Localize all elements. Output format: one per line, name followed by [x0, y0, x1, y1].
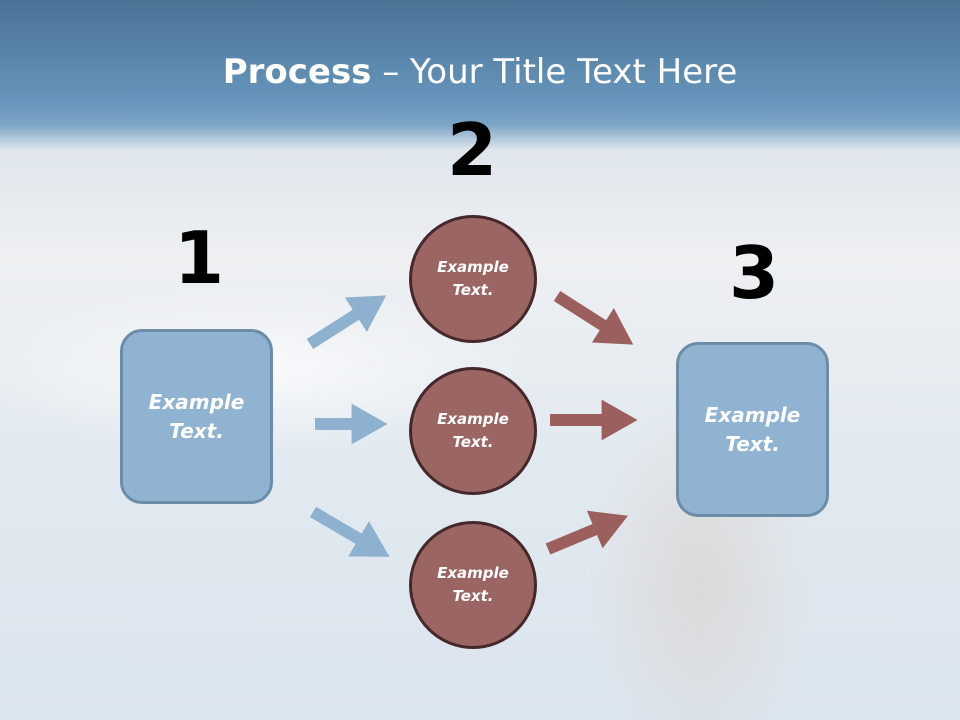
step-number-1: 1: [173, 216, 225, 300]
box-text: Example: [148, 389, 245, 414]
circle-text: Text.: [452, 433, 494, 451]
circle-text: Text.: [452, 587, 494, 605]
circle-text: Example: [437, 258, 509, 276]
box-text: Text.: [725, 431, 780, 456]
circle-text: Example: [437, 410, 509, 428]
step-number-2: 2: [446, 108, 498, 192]
arrow-from-circle-1: [553, 290, 634, 345]
box-text: Example: [704, 402, 801, 427]
box-text: Text.: [169, 418, 224, 443]
arrow-to-circle-3: [309, 506, 390, 557]
step-number-3: 3: [728, 231, 780, 315]
circle-text: Example: [437, 564, 509, 582]
slide-title: Process – Your Title Text Here: [222, 52, 738, 92]
circle-text: Text.: [452, 281, 494, 299]
arrow-from-circle-3: [545, 510, 628, 555]
arrow-to-circle-1: [306, 295, 387, 350]
